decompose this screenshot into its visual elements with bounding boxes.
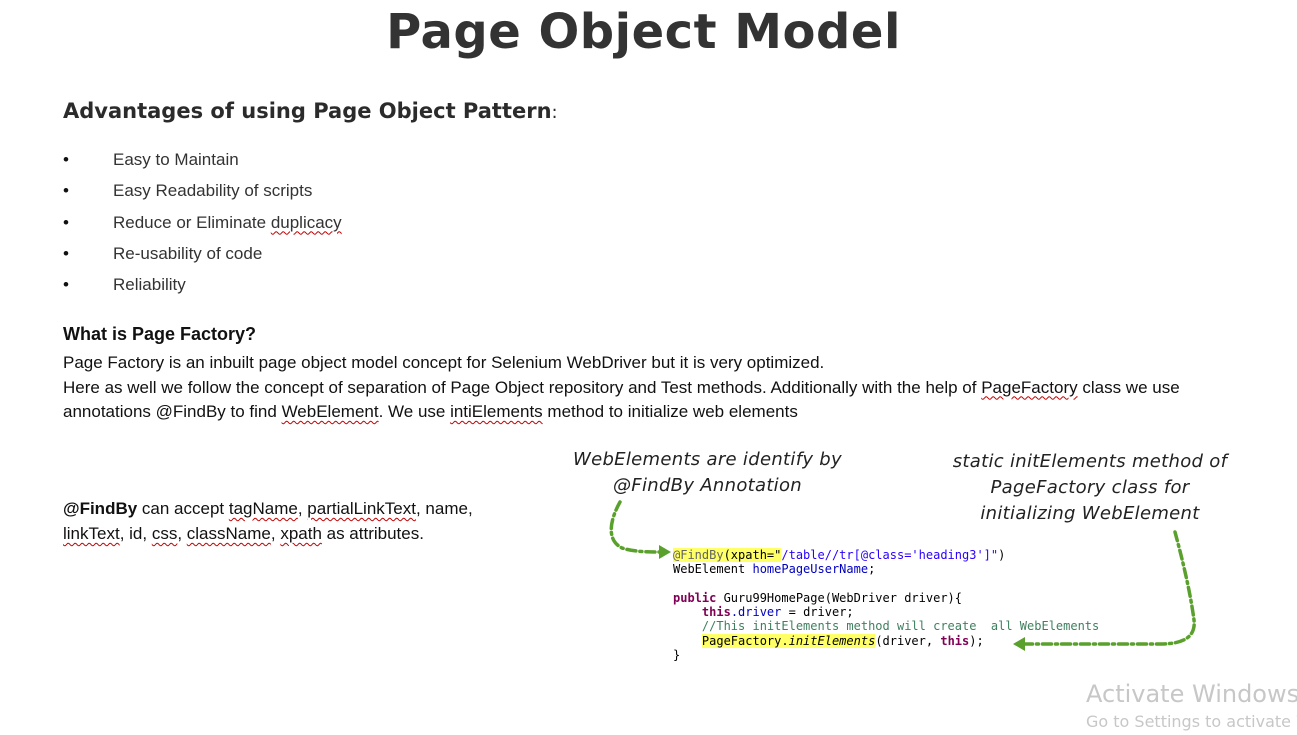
findby-paragraph: @FindBy can accept tagName, partialLinkT…	[63, 496, 533, 546]
code-line-1: @FindBy(xpath="/table//tr[@class='headin…	[673, 548, 1005, 562]
code-initelements: initElements	[788, 633, 876, 648]
figure-arrows	[609, 500, 1196, 651]
code-annotation: @FindBy	[673, 548, 724, 562]
watermark-title: Activate Windows	[1086, 680, 1297, 708]
code-this-keyword-2: this	[940, 633, 970, 648]
findby-description: @FindBy can accept tagName, partialLinkT…	[63, 496, 533, 546]
bullet-icon: •	[63, 275, 69, 295]
bullet-icon: •	[63, 181, 69, 201]
page-factory-body: Page Factory is an inbuilt page object m…	[63, 351, 1233, 425]
code-line-4: public Guru99HomePage(WebDriver driver){	[673, 591, 962, 605]
code-semicolon: ;	[868, 562, 876, 577]
bullet-icon: •	[63, 243, 69, 263]
spellcheck-word: partialLinkText	[307, 499, 416, 518]
code-figure: WebElements are identify by @FindBy Anno…	[570, 440, 1250, 675]
page-factory-heading: What is Page Factory?	[63, 324, 257, 344]
spellcheck-word: className	[186, 524, 271, 543]
left-arrow-line	[609, 500, 664, 554]
code-attr: (xpath="	[723, 548, 782, 562]
list-item: • Easy to Maintain	[63, 147, 342, 178]
page-title: Page Object Model	[386, 4, 901, 60]
spellcheck-word: intiElements	[450, 402, 543, 421]
code-driver-field: .driver	[730, 605, 782, 620]
findby-label: @FindBy	[63, 499, 138, 518]
findby-text: can accept tagName, partialLinkText, nam…	[63, 499, 473, 543]
left-arrow-head	[659, 545, 671, 559]
code-paren: )	[998, 548, 1006, 562]
code-snippet: @FindBy(xpath="/table//tr[@class='headin…	[673, 548, 1099, 662]
spellcheck-word: linkText	[63, 524, 120, 543]
advantages-heading: Advantages of using Page Object Pattern:	[63, 99, 558, 123]
code-line-6: //This initElements method will create a…	[673, 619, 1099, 633]
list-item: • Reduce or Eliminate duplicacy	[63, 210, 342, 241]
code-comment: //This initElements method will create a…	[701, 619, 1100, 634]
code-pagefactory: PageFactory.	[701, 633, 789, 648]
code-line-8: }	[673, 648, 681, 663]
code-constructor: Guru99HomePage(WebDriver driver){	[716, 590, 962, 605]
callout-initelements: static initElements method of PageFactor…	[952, 451, 1228, 524]
code-this-keyword: this	[701, 605, 731, 620]
code-args: (driver,	[875, 633, 941, 648]
code-type: WebElement	[673, 562, 753, 577]
page-factory-line1: Page Factory is an inbuilt page object m…	[63, 353, 825, 372]
code-line-5: this.driver = driver;	[673, 605, 854, 619]
code-assign: = driver;	[781, 605, 854, 620]
code-public-keyword: public	[673, 590, 717, 605]
list-item-text: Reliability	[113, 275, 186, 295]
activate-windows-watermark: Activate Windows Go to Settings to activ…	[1086, 679, 1297, 735]
spellcheck-word: tagName	[228, 499, 298, 518]
spellcheck-word: css	[151, 524, 178, 543]
spellcheck-word: WebElement	[281, 402, 379, 421]
list-item: • Reliability	[63, 272, 342, 303]
watermark-subtitle: Go to Settings to activate Windows.	[1086, 712, 1297, 731]
list-item-text: Easy to Maintain	[113, 150, 239, 169]
code-call-end: );	[969, 633, 984, 648]
list-item: • Easy Readability of scripts	[63, 178, 342, 209]
list-item-text: Easy Readability of scripts	[113, 181, 313, 201]
code-line-7: PageFactory.initElements(driver, this);	[673, 633, 984, 648]
list-item-text: Reduce or Eliminate duplicacy	[113, 212, 342, 232]
spellcheck-word: PageFactory	[981, 377, 1078, 397]
code-field: homePageUserName	[752, 562, 869, 577]
code-line-2: WebElement homePageUserName;	[673, 562, 875, 576]
callout-findby: WebElements are identify by @FindBy Anno…	[572, 449, 842, 496]
list-item: • Re-usability of code	[63, 241, 342, 272]
bullet-icon: •	[63, 212, 69, 232]
right-arrow-head	[1013, 637, 1025, 651]
advantages-heading-text: Advantages of using Page Object Pattern	[63, 99, 552, 123]
right-arrow-line	[1020, 530, 1196, 646]
page-factory-line2: Here as well we follow the concept of se…	[63, 377, 1180, 422]
list-item-text: Re-usability of code	[113, 243, 263, 263]
advantages-heading-colon: :	[551, 102, 558, 123]
spellcheck-word: xpath	[280, 524, 322, 543]
bullet-icon: •	[63, 150, 69, 169]
advantages-list: • Easy to Maintain • Easy Readability of s…	[63, 147, 342, 303]
code-xpath-string: /table//tr[@class='heading3']"	[781, 548, 999, 562]
spellcheck-word: duplicacy	[270, 212, 342, 232]
